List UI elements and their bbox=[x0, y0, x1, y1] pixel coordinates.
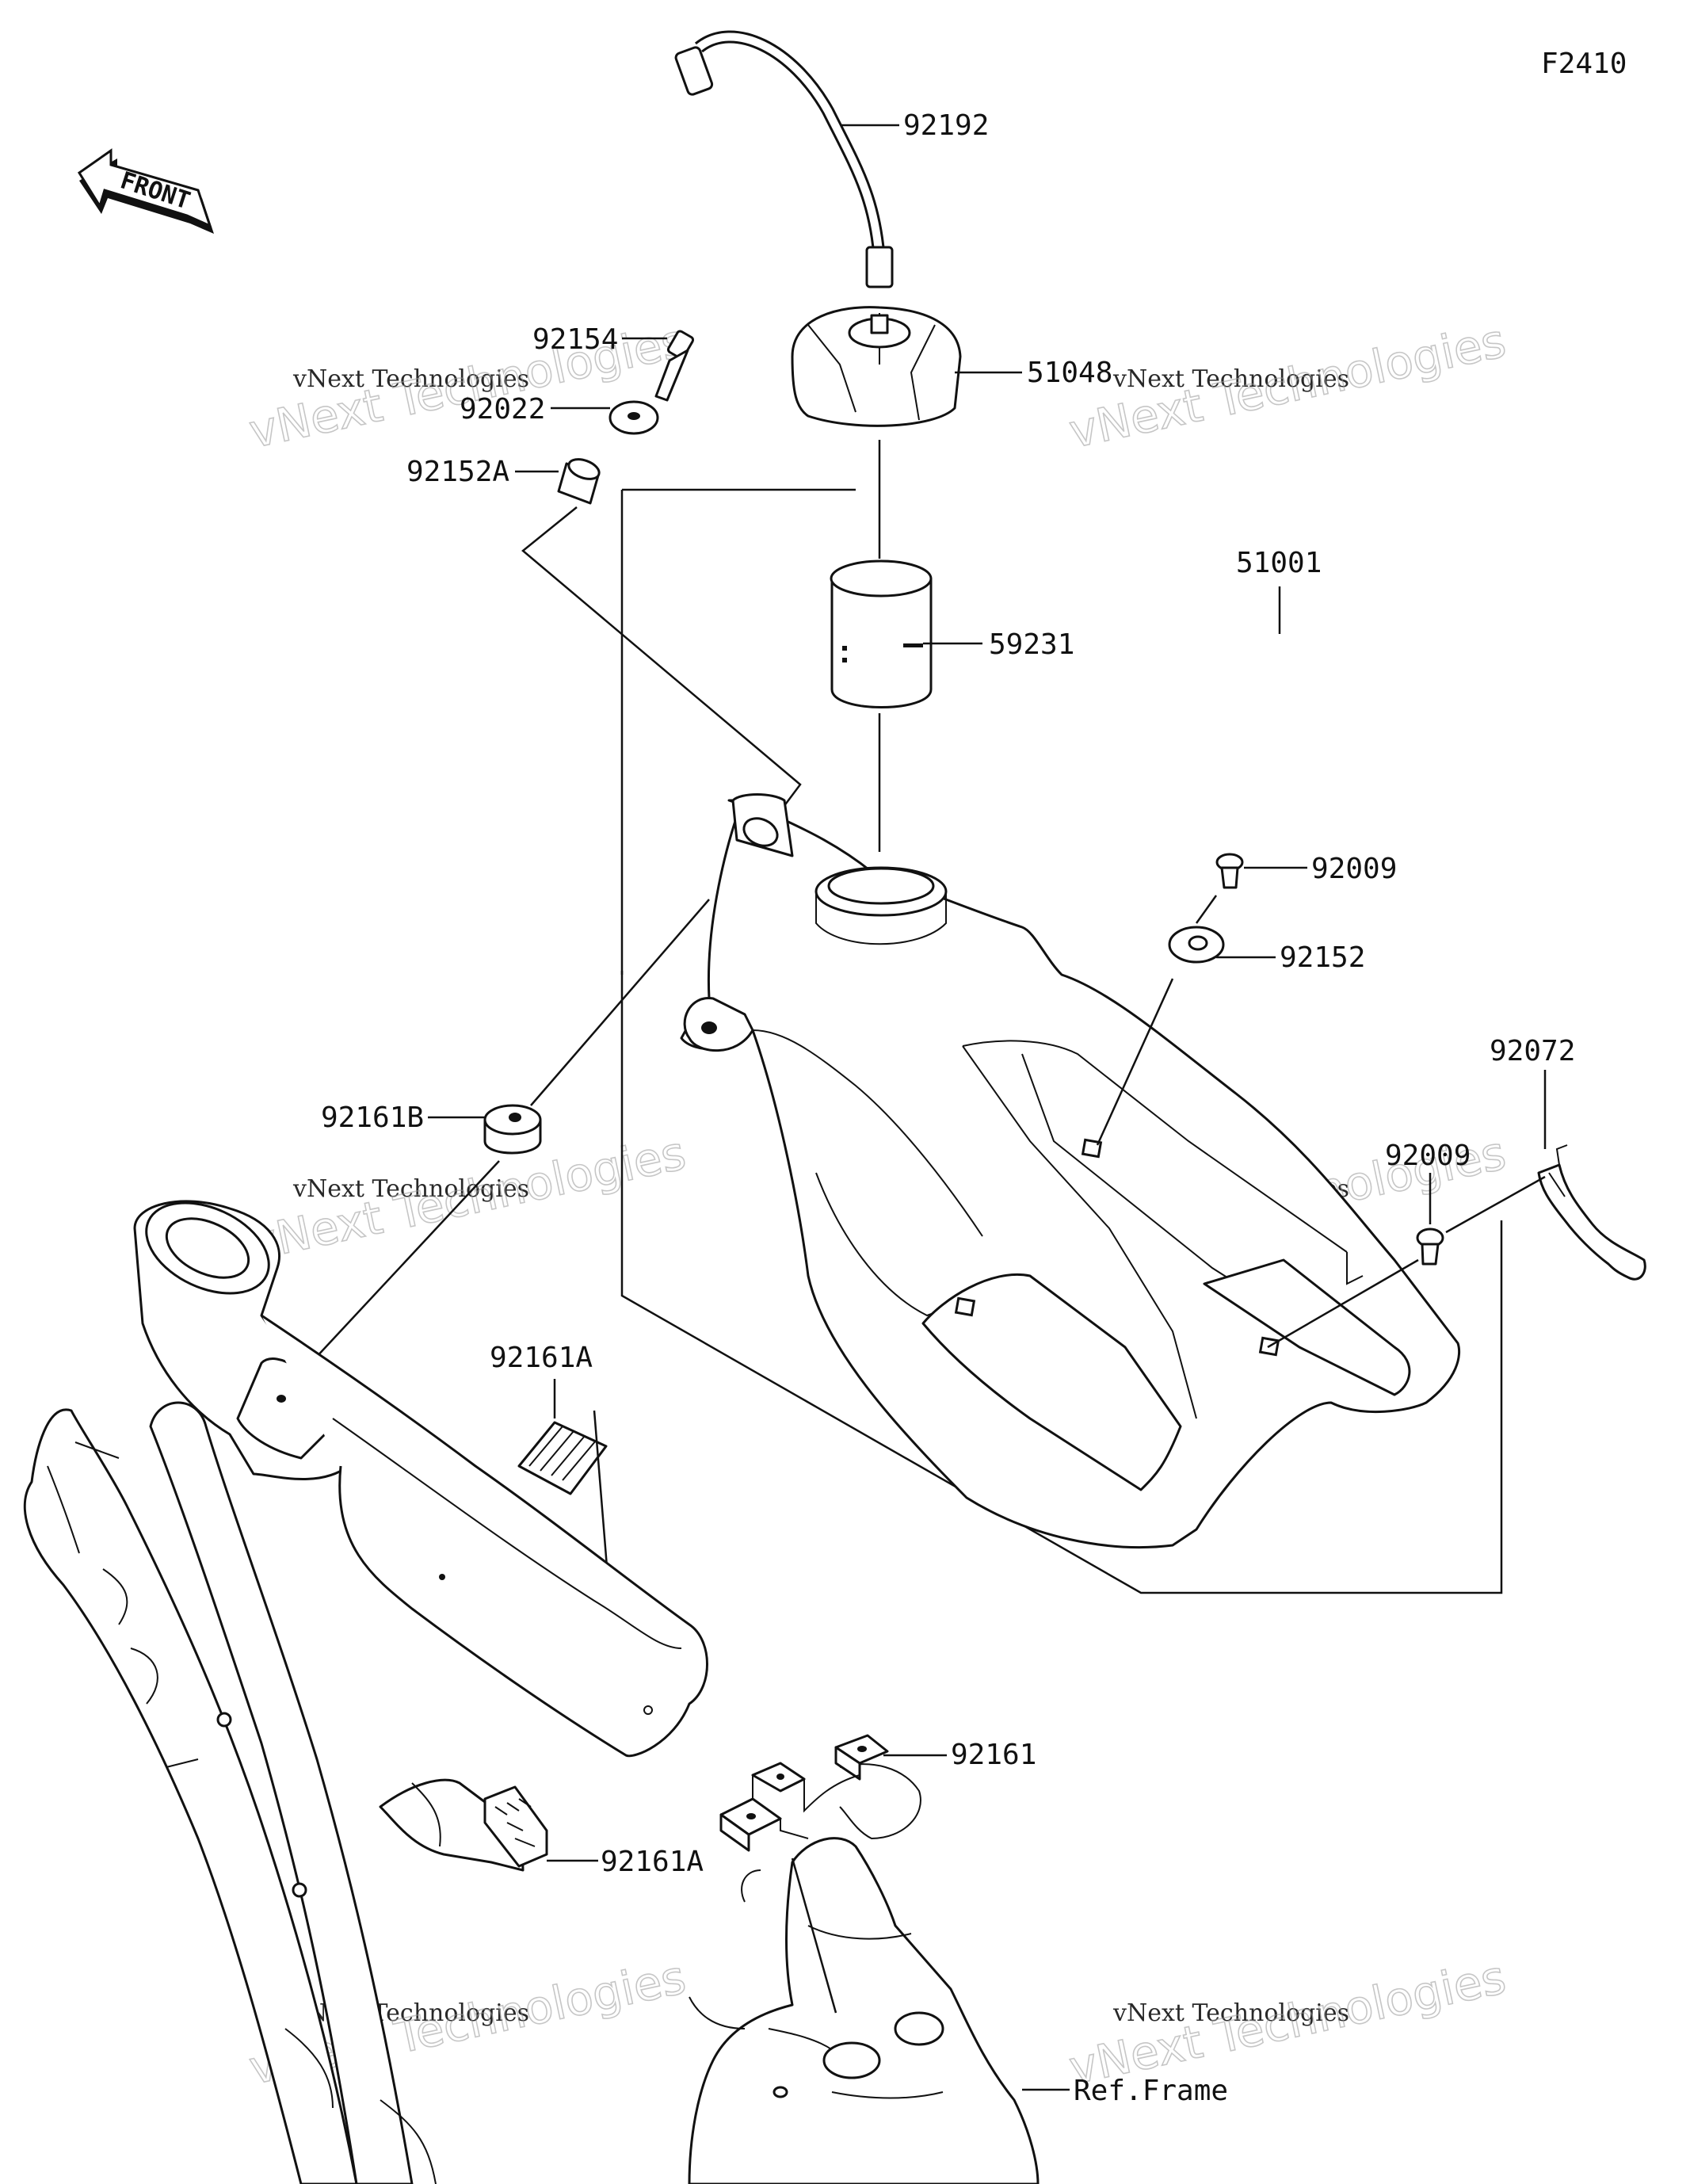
part-number-92022: 92022 bbox=[460, 393, 545, 426]
part-number-92161: 92161 bbox=[951, 1739, 1036, 1771]
ref-frame-label: Ref.Frame bbox=[1074, 2075, 1228, 2107]
part-number-92154: 92154 bbox=[532, 323, 618, 356]
part-number-92161A-lower: 92161A bbox=[601, 1846, 704, 1878]
part-number-92072: 92072 bbox=[1490, 1035, 1575, 1067]
bolt-92154 bbox=[654, 330, 695, 402]
figure-code: F2410 bbox=[1541, 48, 1627, 80]
breather-hose bbox=[674, 30, 894, 288]
watermark-text: vNext Technologies bbox=[292, 1175, 529, 1203]
part-number-51001: 51001 bbox=[1236, 547, 1322, 579]
pad-92161A-upper bbox=[517, 1421, 608, 1495]
fuel-cap bbox=[791, 306, 962, 427]
watermark-text: vNext Technologies bbox=[1112, 365, 1349, 393]
mount-92161 bbox=[719, 1734, 889, 1852]
pad-92161A-lower bbox=[483, 1785, 548, 1868]
watermark-text: vNext Technologies bbox=[292, 365, 529, 393]
part-number-92152A: 92152A bbox=[406, 456, 509, 488]
part-number-51048: 51048 bbox=[1027, 357, 1112, 389]
frame bbox=[23, 1200, 1040, 2184]
part-number-92009-upper: 92009 bbox=[1311, 853, 1397, 885]
part-number-59231: 59231 bbox=[989, 628, 1074, 661]
part-number-92152: 92152 bbox=[1280, 941, 1365, 974]
washer-92022 bbox=[608, 400, 659, 435]
screw-92009-upper bbox=[1215, 853, 1244, 889]
screw-92009-lower bbox=[1416, 1228, 1444, 1266]
fuel-filter bbox=[830, 559, 933, 708]
collar-92152A bbox=[557, 458, 601, 505]
part-number-92161B: 92161B bbox=[321, 1102, 424, 1134]
front-arrow-icon: FRONT bbox=[77, 148, 214, 234]
part-number-92009-lower: 92009 bbox=[1385, 1140, 1471, 1172]
watermark-text: vNext Technologies bbox=[1112, 1999, 1349, 2027]
washer-92152 bbox=[1168, 926, 1225, 964]
grommet-92161B bbox=[483, 1104, 542, 1155]
part-number-92192: 92192 bbox=[903, 109, 989, 142]
strap-92072 bbox=[1537, 1144, 1646, 1281]
fuel-tank bbox=[680, 793, 1461, 1548]
part-number-92161A-upper: 92161A bbox=[490, 1342, 593, 1374]
